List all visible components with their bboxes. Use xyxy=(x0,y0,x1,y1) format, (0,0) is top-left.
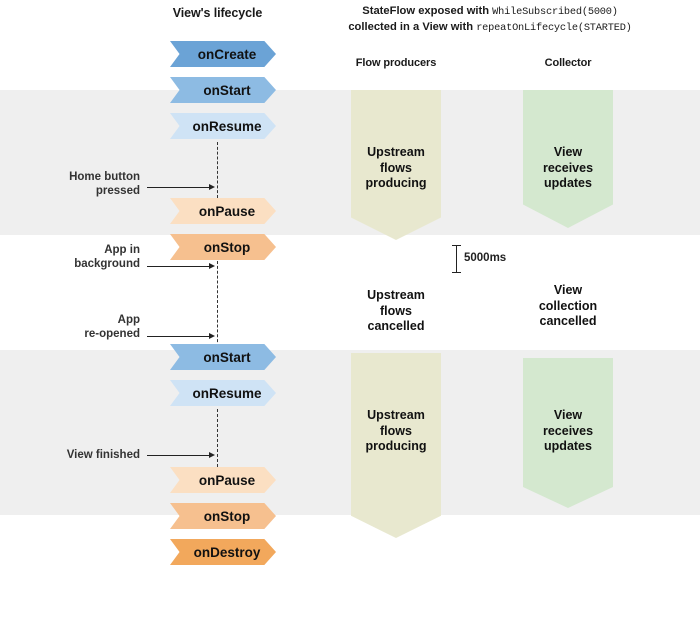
lifecycle-event-onstart-2[interactable]: onStart xyxy=(170,344,276,370)
lifecycle-event-ondestroy[interactable]: onDestroy xyxy=(170,539,276,565)
annotation-view-finished: View finished xyxy=(66,449,140,461)
annotation-arrow-head-3 xyxy=(209,332,215,339)
stateflow-title-line2-prose: collected in a View with xyxy=(348,20,477,33)
flow-producers-column-title: Flow producers xyxy=(355,57,437,69)
stateflow-title-line1-prose: StateFlow exposed with xyxy=(362,5,493,17)
flow-producing-band-1 xyxy=(351,90,441,240)
duration-bracket-icon xyxy=(452,245,461,273)
annotation-arrow-line-2 xyxy=(147,266,209,267)
lifecycle-event-label: onDestroy xyxy=(193,544,261,560)
lifecycle-event-onstop-2[interactable]: onStop xyxy=(170,503,276,529)
flow-producing-label-2: Upstream flows producing xyxy=(365,408,427,453)
stateflow-title-line1-code: WhileSubscribed(5000) xyxy=(492,6,618,18)
lifecycle-event-label: onResume xyxy=(192,118,262,134)
lifecycle-event-label: onStart xyxy=(203,82,251,98)
annotation-arrow-line-4 xyxy=(147,455,209,456)
annotation-arrow-head-2 xyxy=(209,262,215,269)
stateflow-title-line2-code: repeatOnLifecycle(STARTED) xyxy=(476,21,632,34)
collector-receiving-band-2 xyxy=(523,358,613,508)
lifecycle-event-label: onStop xyxy=(203,508,251,524)
duration-label: 5000ms xyxy=(464,252,507,264)
collector-receiving-label-1: View receives updates xyxy=(542,145,594,190)
lifecycle-event-label: onCreate xyxy=(197,46,257,62)
collector-receiving-band-1 xyxy=(523,90,613,228)
collector-receiving-label-2: View receives updates xyxy=(542,408,594,453)
annotation-app-reopened: App re-opened xyxy=(84,314,140,340)
lifecycle-event-oncreate[interactable]: onCreate xyxy=(170,41,276,67)
annotation-app-in-background: App in background xyxy=(74,244,140,270)
lifecycle-event-onstop-1[interactable]: onStop xyxy=(170,234,276,260)
annotation-arrow-line-3 xyxy=(147,336,209,337)
flow-producing-band-2 xyxy=(351,353,441,538)
lifecycle-event-label: onPause xyxy=(198,203,256,219)
stateflow-column-title: StateFlow exposed with WhileSubscribed(5… xyxy=(340,4,640,35)
lifecycle-event-onresume-2[interactable]: onResume xyxy=(170,380,276,406)
annotation-home-button-pressed: Home button pressed xyxy=(69,171,140,197)
annotation-arrow-head-1 xyxy=(209,183,215,190)
lifecycle-column-title: View's lifecycle xyxy=(172,6,263,20)
lifecycle-connector-dash-1 xyxy=(217,142,218,198)
lifecycle-event-label: onResume xyxy=(192,385,262,401)
lifecycle-event-onpause-2[interactable]: onPause xyxy=(170,467,276,493)
lifecycle-connector-dash-2 xyxy=(217,261,218,347)
annotation-arrow-head-4 xyxy=(209,451,215,458)
collector-cancelled-label: View collection cancelled xyxy=(538,283,598,328)
annotation-arrow-line-1 xyxy=(147,187,209,188)
flow-producing-label-1: Upstream flows producing xyxy=(365,145,427,190)
lifecycle-event-label: onPause xyxy=(198,472,256,488)
lifecycle-event-label: onStop xyxy=(203,239,251,255)
lifecycle-event-onresume-1[interactable]: onResume xyxy=(170,113,276,139)
lifecycle-event-onpause-1[interactable]: onPause xyxy=(170,198,276,224)
collector-column-title: Collector xyxy=(544,57,592,69)
flow-cancelled-label: Upstream flows cancelled xyxy=(367,288,425,333)
lifecycle-event-label: onStart xyxy=(203,349,251,365)
lifecycle-connector-dash-3 xyxy=(217,409,218,467)
lifecycle-event-onstart-1[interactable]: onStart xyxy=(170,77,276,103)
